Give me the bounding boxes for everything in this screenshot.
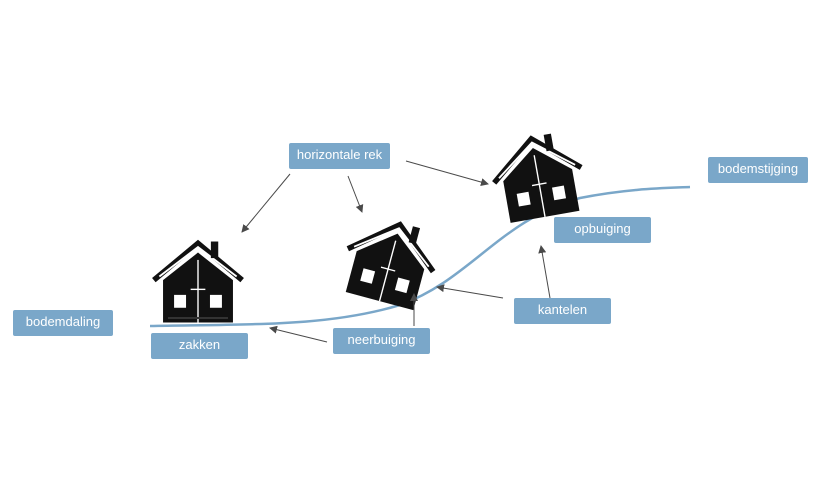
- arrow-icon: [436, 284, 504, 299]
- arrow-icon: [347, 175, 364, 213]
- house-icon: [154, 242, 242, 323]
- label-bodemdaling: bodemdaling: [13, 310, 113, 336]
- label-bodemstijging: bodemstijging: [708, 157, 808, 183]
- arrow-icon: [241, 173, 291, 233]
- label-kantelen: kantelen: [514, 298, 611, 324]
- arrow-icon: [538, 245, 551, 299]
- house-icon: [337, 211, 443, 312]
- arrow-icon: [405, 160, 489, 186]
- label-neerbuiging: neerbuiging: [333, 328, 430, 354]
- label-zakken: zakken: [151, 333, 248, 359]
- arrow-icon: [269, 325, 328, 343]
- house-icon: [487, 129, 588, 224]
- ground-line: [149, 185, 691, 328]
- label-horizontale-rek: horizontale rek: [289, 143, 390, 169]
- label-opbuiging: opbuiging: [554, 217, 651, 243]
